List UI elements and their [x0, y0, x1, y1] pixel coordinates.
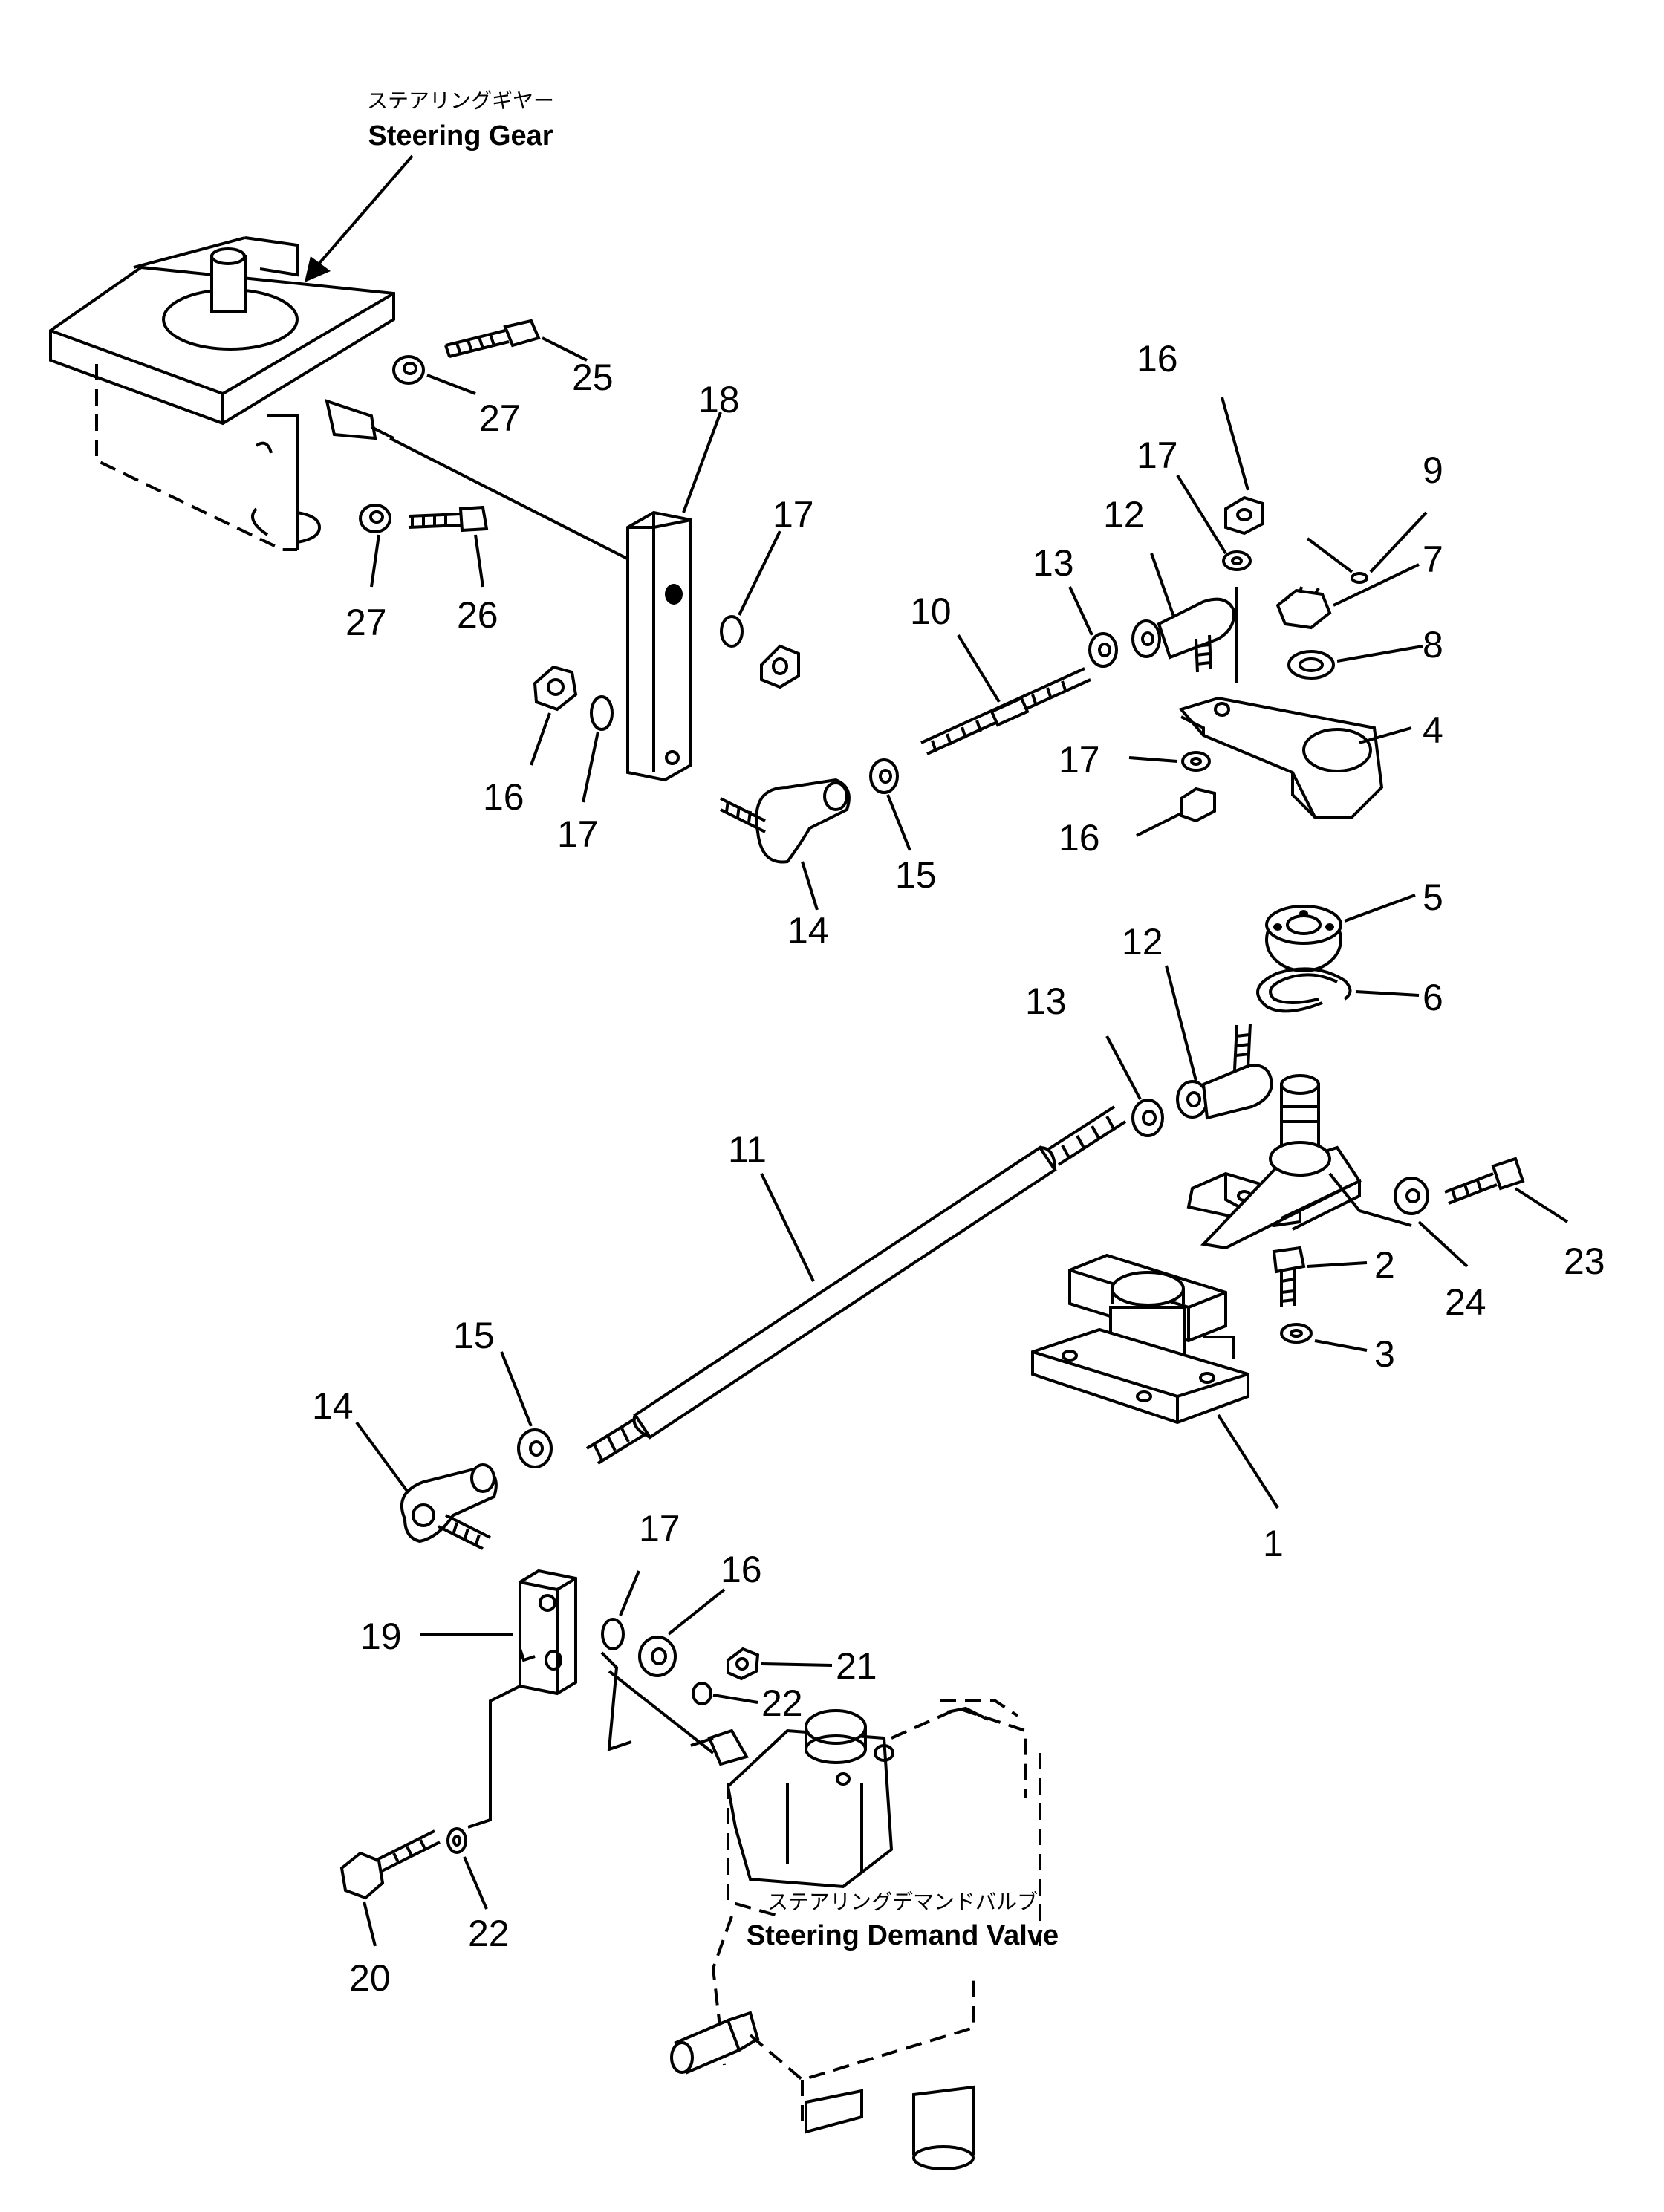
callout-17-arm-bottom: 17 [1059, 739, 1100, 781]
callout-17-left: 17 [557, 813, 599, 855]
callout-10: 10 [910, 591, 952, 632]
bolt-25 [444, 319, 588, 362]
callout-16-arm-top: 16 [1137, 338, 1178, 380]
snap-ring-6 [1256, 967, 1420, 1013]
washer-17-lever [720, 530, 781, 648]
nut-15-lower [500, 1351, 553, 1468]
nut-21 [727, 1647, 833, 1681]
nut-15-upper [869, 758, 911, 851]
nut-16-bottom [638, 1588, 726, 1677]
callout-13-upper: 13 [1033, 542, 1074, 584]
bolt-2 [1272, 1246, 1368, 1307]
washer-17-arm-top [1176, 474, 1252, 571]
nut-16-left [530, 665, 578, 766]
lever-18 [626, 412, 722, 782]
callout-6: 6 [1423, 977, 1443, 1018]
washer-17-arm-bottom [1128, 751, 1211, 772]
callout-20: 20 [349, 1957, 391, 1999]
washer-8 [1287, 645, 1423, 680]
callout-12-upper: 12 [1103, 494, 1145, 536]
steering-gear-label-en: Steering Gear [368, 120, 553, 152]
nut-13-upper [1068, 586, 1118, 668]
callout-5: 5 [1423, 876, 1443, 918]
callout-14-upper: 14 [787, 910, 829, 952]
callout-12-lower: 12 [1122, 921, 1163, 963]
demand-valve-label-jp: ステアリングデマンドバルブ [767, 1890, 1038, 1914]
callout-16-arm-bottom: 16 [1059, 817, 1100, 859]
callout-7: 7 [1423, 539, 1443, 580]
bolt-20 [339, 1829, 441, 1947]
callout-25: 25 [572, 357, 614, 398]
steering-demand-valve [600, 1651, 1041, 2170]
tie-rod-11 [585, 1105, 1127, 1465]
callout-9: 9 [1423, 449, 1443, 491]
nut-16-lever [760, 644, 800, 689]
washer-17-left [582, 695, 614, 803]
steering-gear-assembly [49, 154, 640, 566]
callout-15-lower: 15 [453, 1315, 495, 1356]
callout-27-top: 27 [479, 397, 521, 439]
cotter-pin-9 [1306, 511, 1428, 584]
demand-valve-label: ステアリングデマンドバルブ Steering Demand Valve [747, 1890, 1059, 1951]
nut-27-bottom [359, 504, 391, 588]
nut-24 [1394, 1177, 1469, 1268]
bracket-assembly-1 [1031, 1074, 1412, 1509]
callout-22-bolt: 22 [468, 1913, 510, 1954]
washer-3 [1280, 1323, 1368, 1352]
callout-23: 23 [1564, 1240, 1605, 1282]
washer-22-valve [692, 1682, 758, 1705]
rod-end-14-upper [720, 778, 851, 911]
callout-4: 4 [1423, 709, 1443, 751]
callout-11: 11 [728, 1129, 767, 1171]
callout-3: 3 [1374, 1333, 1395, 1375]
bolt-26 [408, 505, 489, 588]
callout-14-lower: 14 [312, 1385, 354, 1427]
tie-rod-10 [920, 634, 1091, 755]
callout-22-valve: 22 [761, 1682, 803, 1724]
callout-27-bottom: 27 [345, 602, 387, 643]
bolt-23 [1444, 1157, 1569, 1223]
callout-26: 26 [457, 594, 498, 636]
nut-27-top [392, 355, 476, 395]
steering-gear-label-jp: ステアリングギヤー [367, 88, 554, 113]
callout-16-bottom: 16 [721, 1549, 762, 1590]
callout-19: 19 [360, 1616, 402, 1657]
callout-15-upper: 15 [895, 854, 937, 896]
steering-gear-label: ステアリングギヤー Steering Gear [367, 88, 554, 152]
callout-17-arm-top: 17 [1137, 435, 1178, 476]
callout-8: 8 [1423, 624, 1443, 666]
castle-nut-7 [1275, 563, 1420, 630]
callout-16-left: 16 [483, 776, 524, 818]
callout-13-lower: 13 [1025, 980, 1067, 1022]
washer-17-bottom [601, 1570, 640, 1650]
rod-end-14-lower [355, 1421, 498, 1550]
washer-22-bolt [446, 1827, 488, 1910]
callout-17-lever: 17 [773, 494, 814, 536]
callout-24: 24 [1445, 1281, 1486, 1323]
rod-end-12-upper [1131, 553, 1235, 673]
callout-2: 2 [1374, 1244, 1395, 1286]
demand-valve-label-en: Steering Demand Valve [747, 1920, 1059, 1951]
nut-13-lower [1105, 1035, 1164, 1137]
arm-4 [1178, 587, 1412, 819]
nut-16-arm-bottom [1136, 787, 1216, 837]
callout-18: 18 [698, 379, 740, 420]
rod-end-12-lower [1165, 965, 1274, 1120]
block-19 [420, 1569, 577, 1829]
callout-17-bottom: 17 [639, 1508, 680, 1549]
bearing-5 [1265, 894, 1416, 972]
nut-16-arm-top [1221, 397, 1264, 536]
callout-numbers: 25 27 27 26 18 17 16 17 16 17 9 7 8 4 12… [312, 338, 1605, 1999]
callout-21: 21 [836, 1645, 877, 1687]
callout-1: 1 [1263, 1523, 1284, 1564]
